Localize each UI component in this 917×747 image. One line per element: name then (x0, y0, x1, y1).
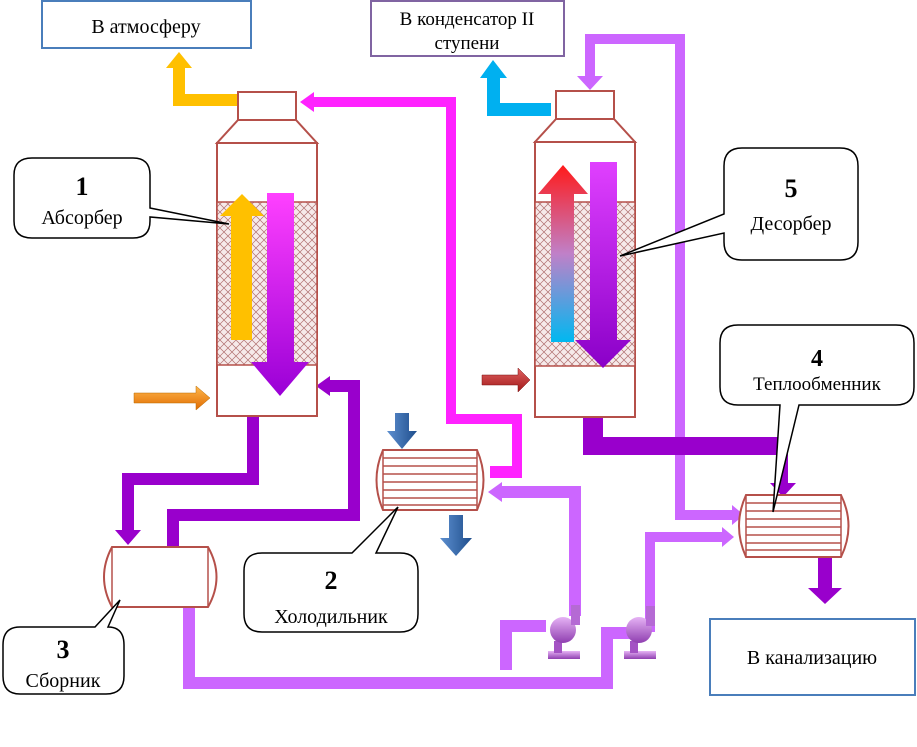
sewer-label-box: В канализацию (709, 618, 916, 696)
heat-exchanger-name: Теплообменник (753, 374, 881, 395)
pump-right-icon (624, 606, 656, 659)
collector-callout: 3 Сборник (2, 599, 125, 695)
desorber-number: 5 (785, 174, 798, 203)
desorber-callout: 5 Десорбер (619, 147, 859, 261)
violet-pipe-collector-to-absorber (167, 376, 360, 547)
violet-pipe-absorber-to-collector (115, 417, 259, 545)
desorber-column (532, 90, 638, 418)
magenta-pipe (300, 92, 522, 478)
collector-name: Сборник (26, 670, 101, 692)
atmosphere-label: В атмосферу (91, 16, 200, 38)
heat-exchanger-number: 4 (811, 346, 823, 372)
cooler-number: 2 (325, 566, 338, 595)
gas-up-arrow (220, 194, 264, 340)
orange-vent-pipe (166, 52, 239, 106)
gas-inlet-arrow (133, 385, 211, 411)
lilac-pipe-bottom-loop (183, 482, 734, 689)
cooler (375, 449, 485, 511)
absorber-name: Абсорбер (41, 207, 122, 229)
lilac-pipe-desorber-feed (577, 34, 744, 525)
desorber-name: Десорбер (751, 213, 832, 235)
solution-down-arrow (575, 162, 631, 368)
blue-vent-pipe (480, 60, 551, 116)
steam-up-arrow (538, 165, 588, 342)
condenser-label-line1: В конденсатор II (400, 9, 535, 30)
absorber-column (214, 91, 320, 417)
collector-number: 3 (57, 635, 70, 664)
condenser-label-box: В конденсатор II ступени (370, 0, 565, 57)
absorber-number: 1 (76, 172, 89, 201)
sewer-label: В канализацию (747, 647, 877, 669)
coolant-out-arrow (440, 515, 472, 556)
coolant-in-arrow (387, 413, 417, 449)
collector-tank (103, 546, 218, 608)
absorbent-down-arrow (251, 193, 309, 396)
heat-exchanger (738, 494, 850, 558)
cooler-callout: 2 Холодильник (243, 506, 419, 633)
pump-left-icon (548, 605, 580, 659)
heat-exchanger-callout: 4 Теплообменник (719, 324, 915, 513)
condenser-label-line2: ступени (435, 33, 500, 54)
atmosphere-label-box: В атмосферу (41, 0, 252, 49)
cooler-name: Холодильник (274, 606, 388, 628)
steam-inlet-arrow (481, 367, 531, 393)
absorber-callout: 1 Абсорбер (13, 157, 230, 239)
